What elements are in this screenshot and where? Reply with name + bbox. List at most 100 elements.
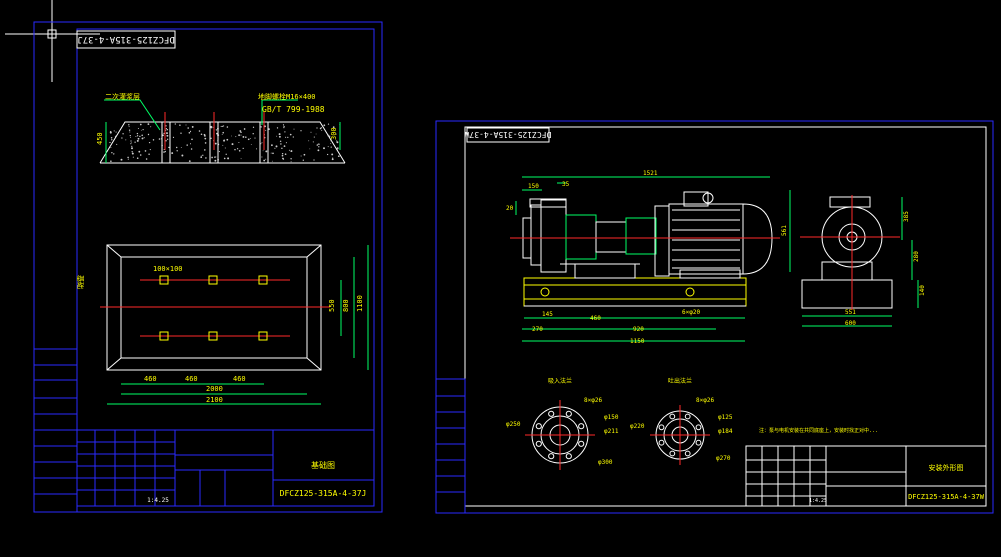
aggregate-dot [125,139,127,141]
aggregate-dot [285,136,287,138]
aggregate-dot [332,126,335,129]
aggregate-dot [116,143,118,145]
dim-top-overall: 1521 [643,170,658,177]
aggregate-dot [281,154,284,157]
aggregate-dot [148,153,150,155]
left-title-block: 基础图 DFCZ125-315A-4-37J 1:4.25 [76,429,375,507]
aggregate-dot [236,148,239,150]
aggregate-dot [222,144,224,146]
aggregate-dot [109,131,112,134]
aggregate-dot [187,127,190,129]
aggregate-dot [252,133,254,135]
aggregate-dot [113,153,114,155]
side-dim-600: 600 [845,320,856,327]
right-title-block-title: 安装外形图 [929,463,964,472]
dim-right-2: 800 [342,299,350,312]
aggregate-dot [218,151,220,153]
dim-bottom-1150: 1150 [630,338,645,345]
aggregate-dot [147,123,150,125]
aggregate-dot [312,141,314,143]
left-title-block-scale: 1:4.25 [147,497,169,504]
aggregate-dot [227,157,230,160]
aggregate-dot [281,147,283,150]
flange-bolt-hole [578,423,585,430]
left-title-block-drawing-no: DFCZ125-315A-4-37J [280,489,367,498]
aggregate-dot [280,143,282,145]
outlet-flange-label: 吐出法兰 [668,377,692,385]
side-dim-280: 280 [913,251,920,262]
aggregate-dot [238,141,240,144]
aggregate-dot [110,147,112,148]
inlet-flange-view: 吸入法兰 8×φ26 φ250 φ150 φ211 φ300 [506,377,619,470]
aggregate-dot [131,145,133,147]
aggregate-dot [331,158,334,161]
aggregate-dot [136,157,139,159]
aggregate-dot [276,135,278,137]
flange-bolt-hole [669,413,676,420]
foundation-note-bolt: 地脚螺栓M16×400 [258,92,316,101]
aggregate-dot [216,132,218,135]
aggregate-dot [221,125,223,128]
flange-bolt-hole [565,410,572,417]
aggregate-dot [147,133,150,136]
dim-right-1: 550 [328,299,336,312]
aggregate-dot [200,133,203,136]
aggregate-dot [175,146,178,149]
flange-bolt-hole [548,410,555,417]
aggregate-dot [142,129,144,131]
aggregate-dot [234,148,236,151]
aggregate-dot [198,130,201,132]
aggregate-dot [332,157,334,159]
aggregate-dot [274,147,276,149]
dim-top-2: 35 [562,181,570,188]
aggregate-dot [302,159,304,161]
aggregate-dot [265,150,268,153]
aggregate-dot [164,150,166,153]
aggregate-dot [321,129,323,131]
dim-bottom-145: 145 [542,311,553,318]
aggregate-dot [240,158,242,160]
aggregate-dot [337,148,339,150]
aggregate-dot [335,133,337,135]
aggregate-dot [317,143,320,145]
aggregate-dot [331,153,334,156]
anchor-hole [159,331,169,341]
left-sheet-stamp: DFCZ125-315A-4-37J [77,34,175,44]
aggregate-dot [189,143,192,145]
aggregate-dot [131,151,134,153]
inlet-flange-d4: φ300 [598,459,613,466]
aggregate-dot [330,143,332,144]
inlet-flange-d1: φ250 [506,421,521,428]
flange-bolt-hole [684,450,691,457]
aggregate-dot [333,130,335,132]
inlet-flange-d3: φ211 [604,428,619,435]
right-sheet-note: 注：泵与电机安装在共同底座上，安装时找正对中... [759,427,878,434]
dim-total-inner: 2000 [206,385,223,393]
aggregate-dot [300,130,302,132]
aggregate-dot [250,144,252,145]
aggregate-dot [223,157,226,160]
aggregate-dot [128,124,130,126]
crosshair-cursor-icon [5,0,100,82]
inlet-flange-d2: φ150 [604,414,619,421]
aggregate-dot [152,139,155,141]
side-dim-140: 140 [919,285,926,296]
aggregate-dot [110,136,113,139]
aggregate-dot [288,149,290,151]
aggregate-dot [121,137,123,139]
right-sheet-stamp: DFCZ125-315A-4-37W [464,130,551,139]
aggregate-dot [145,158,148,160]
aggregate-dot [326,153,329,156]
flange-bolt-hole [565,453,572,460]
aggregate-dot [336,140,338,142]
aggregate-dot [214,142,217,145]
aggregate-dot [135,136,137,137]
aggregate-dot [283,125,285,128]
outlet-flange-d2: φ125 [718,414,733,421]
dim-total-outer: 2100 [206,396,223,404]
aggregate-dot [165,125,167,127]
aggregate-dot [272,152,274,155]
aggregate-dot [141,137,144,140]
aggregate-dot [139,154,142,156]
